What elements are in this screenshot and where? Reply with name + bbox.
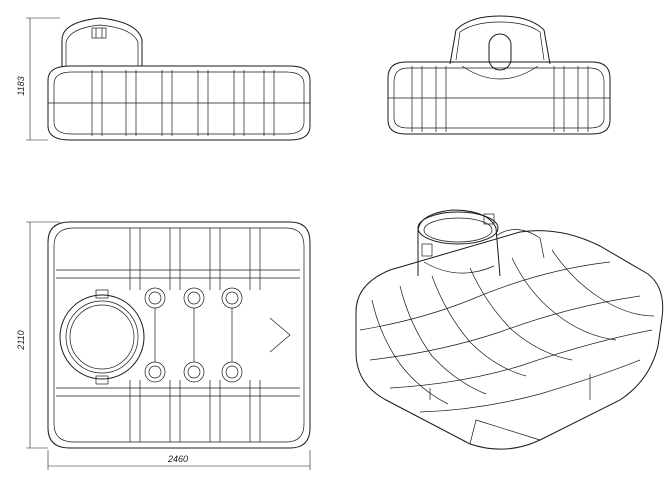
top-view: 2110 2460 xyxy=(16,221,311,470)
width-dimension-label: 2460 xyxy=(167,454,188,464)
isometric-view xyxy=(355,209,664,450)
depth-dimension-label: 2110 xyxy=(16,330,26,350)
front-view: 1183 xyxy=(16,17,311,141)
side-view xyxy=(387,15,611,135)
height-dimension-label: 1183 xyxy=(16,76,26,95)
